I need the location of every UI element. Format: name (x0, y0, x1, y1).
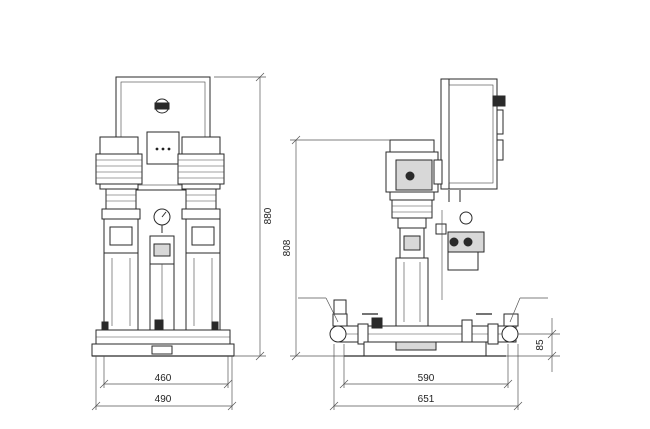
side-view: 808 85 590 651 (282, 78, 560, 411)
dim-label-460: 460 (155, 373, 172, 384)
valve-right-icon (501, 325, 519, 343)
dimension-460: 460 (99, 356, 233, 389)
dim-label-490: 490 (155, 394, 172, 405)
motor-left (95, 136, 143, 220)
dim-label-85: 85 (535, 339, 546, 351)
dimension-85: 85 (506, 318, 560, 372)
valve-left-icon (329, 325, 347, 343)
dimension-651: 651 (329, 344, 523, 411)
dim-label-880: 880 (263, 207, 274, 224)
pump-body-right (185, 252, 221, 331)
control-cabinet-side (440, 78, 498, 190)
dim-label-590: 590 (418, 373, 435, 384)
front-view: 880 460 490 (91, 72, 274, 411)
dim-label-651: 651 (418, 394, 435, 405)
dimension-880: 880 (214, 72, 274, 361)
dimension-590: 590 (339, 344, 513, 389)
pump-body-left (103, 252, 139, 331)
pump-column-side (395, 257, 429, 327)
motor-right (177, 136, 225, 220)
dim-label-808: 808 (282, 239, 293, 256)
dimension-808: 808 (282, 135, 390, 361)
dimension-490: 490 (91, 356, 237, 411)
